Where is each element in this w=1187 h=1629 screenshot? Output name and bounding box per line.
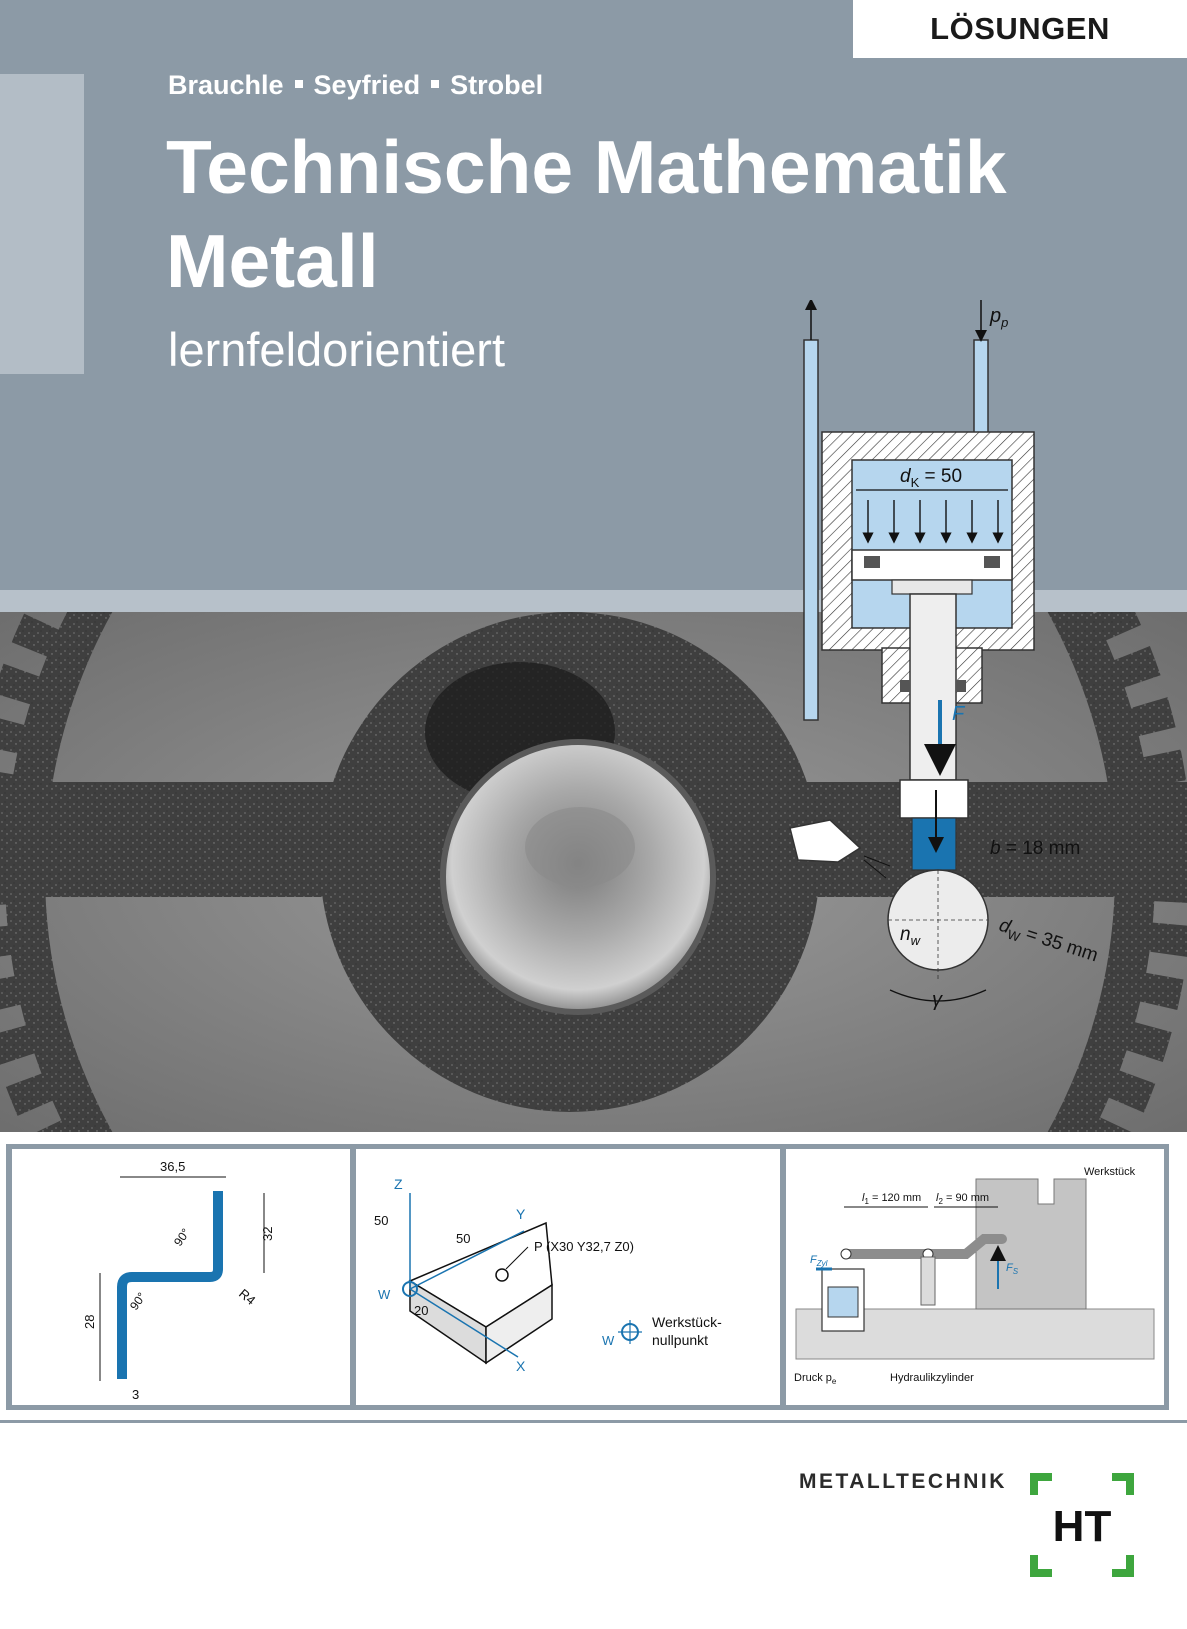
logo-text: HT: [1053, 1502, 1112, 1551]
dim-right: 32: [260, 1227, 275, 1241]
tick-x: 20: [414, 1303, 428, 1318]
l2-label: l: [936, 1192, 939, 1204]
diameter-value: = 35 mm: [1018, 922, 1100, 967]
separator-square-icon: [294, 80, 303, 89]
dim-top: 36,5: [160, 1159, 185, 1174]
fs-label: F: [1006, 1262, 1014, 1274]
solutions-label: LÖSUNGEN: [853, 0, 1187, 58]
force-label: F: [952, 703, 966, 725]
svg-text:l2 = 90 mm: l2 = 90 mm: [936, 1192, 989, 1206]
hydraulic-press-diagram: pp dK = 50 F: [789, 300, 1101, 1011]
book-subtitle: lernfeldorientiert: [168, 323, 506, 376]
author-2: Seyfried: [313, 70, 421, 100]
svg-text:dK = 50: dK = 50: [900, 466, 962, 490]
book-title: Technische Mathematik Metall: [166, 120, 1007, 308]
legend-line-1: Werkstück-: [652, 1314, 722, 1330]
svg-text:l1 = 120 mm: l1 = 120 mm: [862, 1192, 921, 1206]
legend-w: W: [602, 1333, 615, 1348]
l1-value: = 120 mm: [869, 1192, 921, 1204]
pressure-label-sub: p: [1000, 315, 1008, 330]
book-title-line-2: Metall: [166, 219, 379, 303]
solutions-label-text: LÖSUNGEN: [930, 11, 1110, 46]
pressure-text-sub: e: [832, 1377, 837, 1386]
piston-diameter-value: = 50: [919, 466, 962, 487]
angle-2: 90°: [127, 1290, 149, 1313]
dim-left: 28: [82, 1315, 97, 1329]
bent-profile-drawing: 36,5 32 28 3 90° 90° R4: [82, 1159, 275, 1402]
tick-z: 50: [374, 1213, 388, 1228]
fzyl-label: F: [810, 1254, 818, 1266]
gear-photo-drawing: [0, 612, 1187, 1132]
origin-label: W: [378, 1287, 391, 1302]
piston-diameter-label: d: [900, 466, 912, 487]
book-title-line-1: Technische Mathematik: [166, 125, 1007, 209]
svg-text:FZyl: FZyl: [810, 1254, 828, 1268]
series-name: METALLTECHNIK: [799, 1470, 1007, 1493]
speed-sub: w: [911, 933, 922, 948]
ht-logo-icon: HT: [1030, 1473, 1134, 1577]
panel-bent-profile: 36,5 32 28 3 90° 90° R4: [12, 1149, 350, 1405]
clamping-device-drawing: Werkstück l1 = 120 mm l2 = 90 mm FS FZyl…: [794, 1166, 1155, 1386]
dim-bottom: 3: [132, 1387, 139, 1402]
speed-label: n: [900, 924, 911, 945]
svg-text:Druck pe: Druck pe: [794, 1372, 837, 1386]
panel-clamping-device: Werkstück l1 = 120 mm l2 = 90 mm FS FZyl…: [786, 1149, 1164, 1405]
angle-1: 90°: [171, 1226, 193, 1249]
side-accent-bar: [0, 74, 84, 374]
author-3: Strobel: [450, 70, 544, 100]
axis-z: Z: [394, 1176, 403, 1192]
tick-y: 50: [456, 1231, 470, 1246]
svg-text:dW = 35 mm: dW = 35 mm: [996, 915, 1101, 970]
svg-text:nw: nw: [900, 924, 922, 948]
diameter-sub: W: [1006, 927, 1023, 945]
l2-sub: 2: [938, 1197, 943, 1206]
axis-y: Y: [516, 1206, 526, 1222]
panel-coordinate-system: Z Y X 50 50 20 W P (X30 Y32,7 Z0) W Werk…: [356, 1149, 780, 1405]
pressure-label: p: [989, 305, 1001, 327]
example-panels: 36,5 32 28 3 90° 90° R4 Z Y X: [6, 1144, 1169, 1410]
separator-square-icon: [431, 80, 440, 89]
cylinder-label: Hydraulikzylinder: [890, 1372, 974, 1384]
l2-value: = 90 mm: [943, 1192, 989, 1204]
author-1: Brauchle: [168, 70, 284, 100]
origin-icon: [402, 1281, 418, 1297]
piston-diameter-sub: K: [911, 475, 920, 490]
authors: Brauchle Seyfried Strobel: [168, 70, 543, 101]
angle-label: γ: [932, 989, 943, 1011]
pressure-text: Druck p: [794, 1372, 832, 1384]
gear-photo: [0, 612, 1187, 1132]
coordinate-system-drawing: Z Y X 50 50 20 W P (X30 Y32,7 Z0) W Werk…: [374, 1176, 722, 1374]
axis-x: X: [516, 1358, 526, 1374]
l1-label: l: [862, 1192, 865, 1204]
svg-text:FS: FS: [1006, 1262, 1019, 1276]
svg-text:b = 18 mm: b = 18 mm: [990, 838, 1080, 859]
radius-label: R4: [236, 1286, 258, 1308]
svg-text:pp: pp: [989, 305, 1008, 330]
legend-line-2: nullpunkt: [652, 1332, 708, 1348]
width-value: = 18 mm: [1001, 838, 1081, 859]
workpiece-label: Werkstück: [1084, 1166, 1136, 1178]
bottom-separator: [0, 1420, 1187, 1423]
point-label: P (X30 Y32,7 Z0): [534, 1239, 634, 1254]
width-label: b: [990, 838, 1001, 859]
fzyl-sub: Zyl: [816, 1259, 828, 1268]
l1-sub: 1: [864, 1197, 869, 1206]
fs-sub: S: [1013, 1267, 1019, 1276]
